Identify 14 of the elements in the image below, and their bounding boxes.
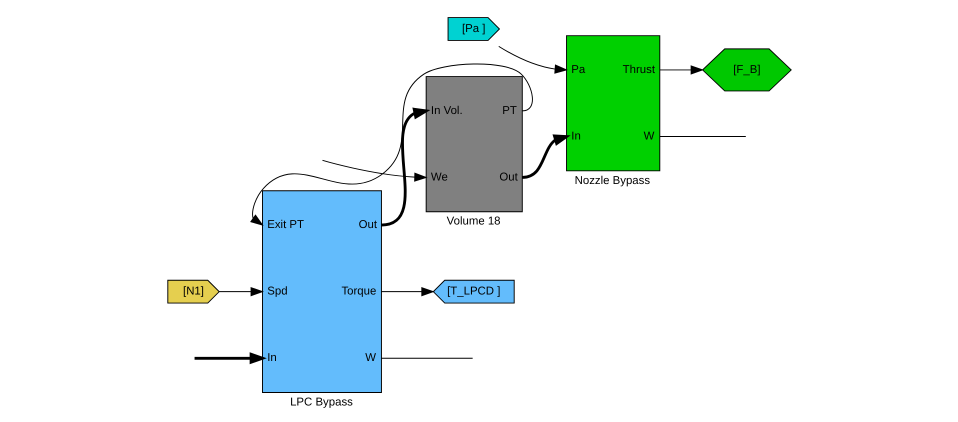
arrow bbox=[380, 286, 434, 296]
arrow bbox=[322, 160, 428, 182]
arrow bbox=[194, 352, 266, 364]
arrow bbox=[380, 108, 430, 226]
connector bbox=[658, 136, 746, 137]
node-label: LPC Bypass bbox=[290, 396, 352, 408]
arrow bbox=[218, 286, 264, 296]
arrow bbox=[658, 65, 704, 75]
arrow bbox=[250, 64, 532, 226]
connector bbox=[380, 358, 473, 359]
arrow bbox=[522, 134, 570, 179]
arrow bbox=[498, 46, 568, 74]
node-label: Volume 18 bbox=[446, 216, 500, 228]
node-label: Nozzle Bypass bbox=[574, 174, 650, 187]
